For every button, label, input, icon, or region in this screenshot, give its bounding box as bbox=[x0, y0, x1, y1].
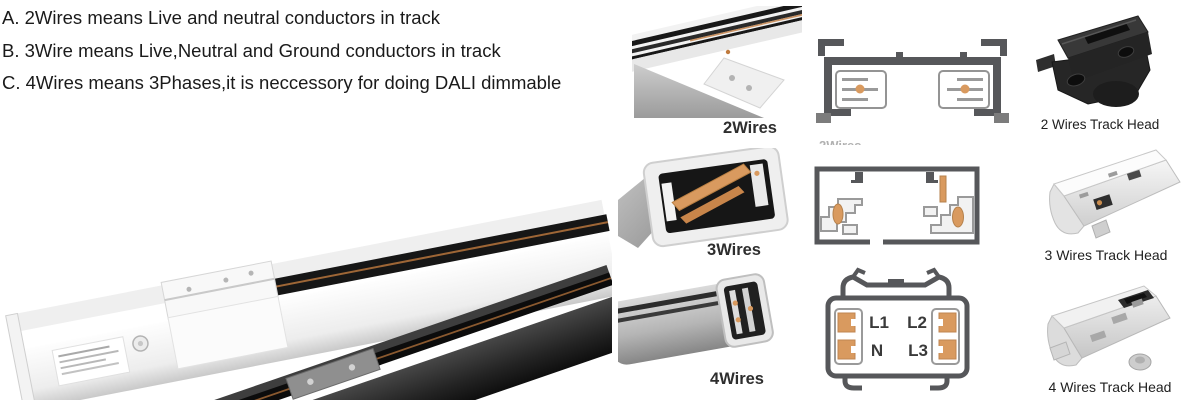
label-4wires-track-head: 4 Wires Track Head bbox=[1048, 379, 1172, 395]
conductor-pocket-left bbox=[835, 70, 887, 109]
diagram-4wires: L1 L2 N L3 bbox=[825, 267, 970, 391]
diagram-label-l1: L1 bbox=[869, 313, 889, 332]
annotation-line-c: C. 4Wires means 3Phases,it is neccessory… bbox=[2, 72, 562, 93]
label-2wires-track-head: 2 Wires Track Head bbox=[1040, 117, 1160, 132]
diagram-label-n: N bbox=[871, 341, 883, 360]
label-3wires: 3Wires bbox=[707, 241, 761, 259]
annotation-line-a: A. 2Wires means Live and neutral conduct… bbox=[2, 7, 441, 28]
conductor-stack-right bbox=[931, 308, 960, 365]
black-track-rail bbox=[133, 264, 612, 400]
track-head-4wires-photo bbox=[1047, 285, 1171, 371]
track-photo-2wires bbox=[632, 6, 802, 118]
label-3wires-track-head: 3 Wires Track Head bbox=[1044, 247, 1168, 263]
annotation-line-b: B. 3Wire means Live,Neutral and Ground c… bbox=[2, 39, 501, 61]
cropped-label-2wires: 2Wires bbox=[819, 139, 883, 145]
track-head-3wires-photo bbox=[1049, 149, 1181, 239]
annotation-block: A. 2Wires means Live and neutral conduct… bbox=[2, 2, 642, 100]
diagram-2wires bbox=[816, 39, 1009, 123]
diagram-label-l2: L2 bbox=[907, 313, 927, 332]
track-rails-photo bbox=[5, 199, 612, 400]
conductor-stack-left bbox=[834, 308, 863, 365]
diagram-label-l3: L3 bbox=[908, 341, 928, 360]
track-head-2wires-photo bbox=[1036, 15, 1152, 107]
track-photo-4wires bbox=[618, 273, 774, 365]
track-photo-3wires bbox=[618, 148, 789, 248]
white-track-rail bbox=[5, 199, 612, 400]
bracket-right bbox=[923, 196, 974, 234]
diagram-3wires bbox=[814, 166, 980, 246]
white-rail-spec-label bbox=[51, 336, 131, 387]
label-4wires: 4Wires bbox=[710, 370, 764, 388]
label-2wires: 2Wires bbox=[723, 119, 777, 137]
conductor-pocket-right bbox=[938, 70, 990, 109]
